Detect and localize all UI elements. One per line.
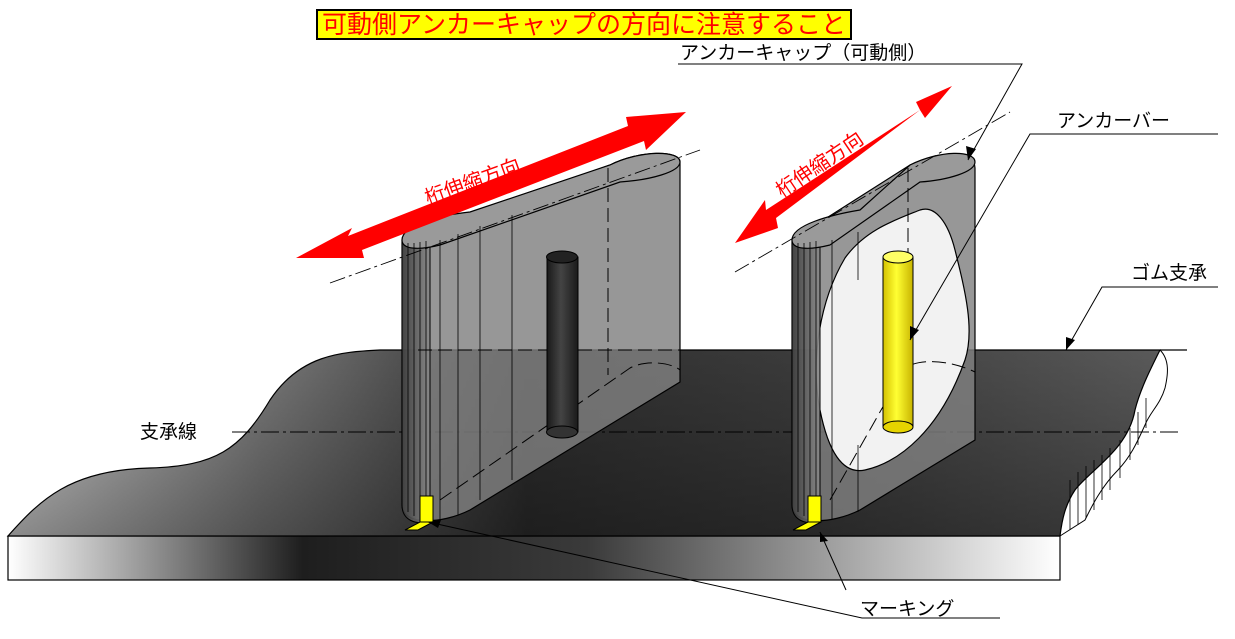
leader-lines [427,63,1218,619]
marking-leader-left [427,521,1000,619]
anchor-bar-label: アンカーバー [1057,110,1171,132]
caution-title: 可動側アンカーキャップの方向に注意すること [316,9,853,40]
right-cap-top [791,152,976,249]
girder-direction-label-right: 桁伸縮方向 [771,126,867,202]
marking-leader-right [819,531,847,591]
base-slab-torn-edge [1059,349,1168,537]
right-anchor-cap [734,111,1011,531]
base-slab-front [7,535,1061,581]
right-anchor-bar [882,256,914,428]
right-marking [792,495,822,531]
left-marking [404,495,434,531]
bearing-line-label: 支承線 [140,421,198,443]
anchor-cap-label: アンカーキャップ（可動側） [680,42,927,64]
anchor-cap-leader [678,63,1023,161]
marking-label: マーキング [860,598,955,620]
left-anchor-cap [329,149,701,531]
left-anchor-bar [546,256,579,433]
direction-arrow-right [735,86,952,243]
rubber-bearing-leader [1065,286,1218,351]
direction-arrow-left [296,112,686,258]
anchor-bar-leader [909,133,1218,341]
rubber-bearing-label: ゴム支承 [1131,262,1208,284]
